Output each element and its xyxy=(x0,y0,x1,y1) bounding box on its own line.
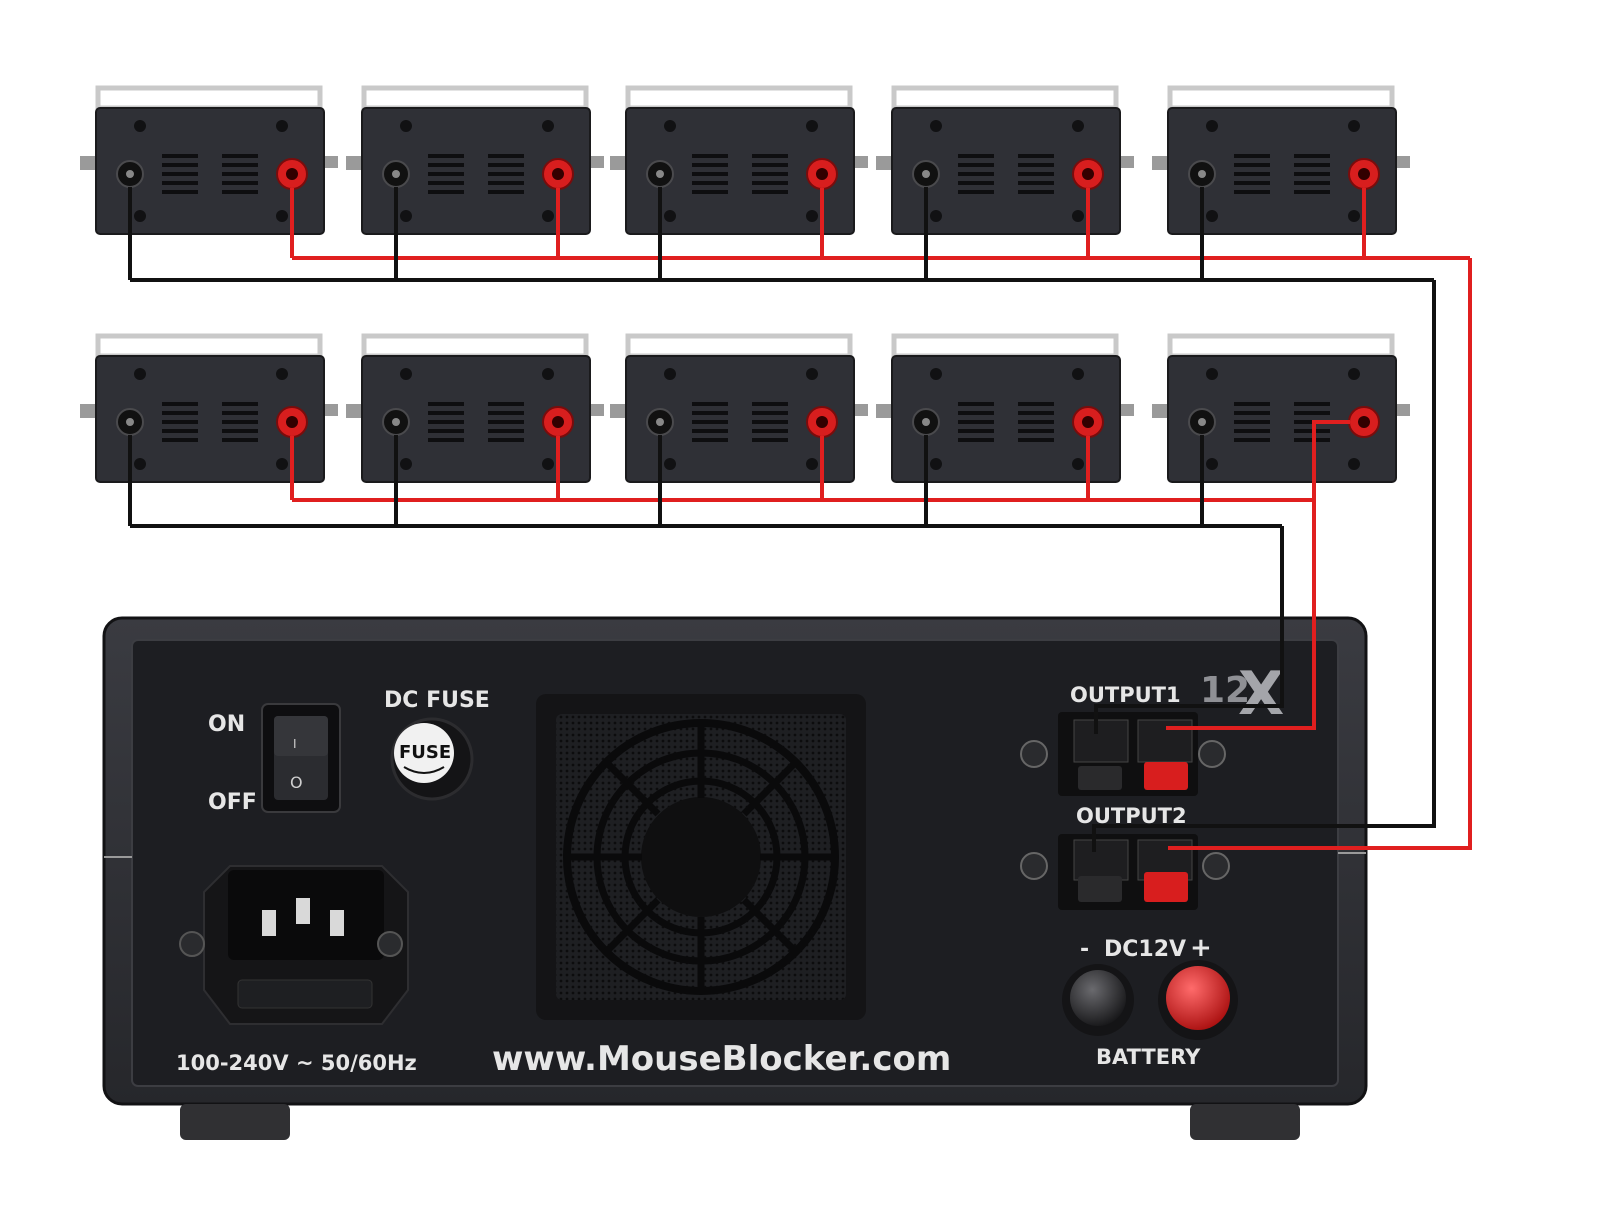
repeller-device-8 xyxy=(610,333,868,483)
repeller-device-7 xyxy=(346,333,604,483)
device-5-negative-jack[interactable] xyxy=(1188,160,1216,188)
row1-positive-to-output2 xyxy=(1168,258,1472,850)
device-8-positive-terminal[interactable] xyxy=(806,406,838,438)
badge-mark: X xyxy=(1238,659,1284,729)
foot-right xyxy=(1190,1104,1300,1140)
device-5-positive-terminal[interactable] xyxy=(1348,158,1380,190)
device-1-positive-terminal[interactable] xyxy=(276,158,308,190)
device-8-negative-jack[interactable] xyxy=(646,408,674,436)
device-7-negative-jack[interactable] xyxy=(382,408,410,436)
wiring xyxy=(128,187,1472,852)
foot-left xyxy=(180,1104,290,1140)
battery-positive-post[interactable] xyxy=(1158,960,1238,1040)
device-2-positive-terminal[interactable] xyxy=(542,158,574,190)
battery-minus-label: - xyxy=(1080,937,1089,962)
row1-negative-to-output2 xyxy=(1092,280,1436,852)
fuse-heading: DC FUSE xyxy=(384,688,490,713)
repeller-device-5 xyxy=(1152,85,1410,235)
battery-negative-post[interactable] xyxy=(1062,964,1134,1036)
repeller-device-6 xyxy=(80,333,338,483)
device-1-negative-jack[interactable] xyxy=(116,160,144,188)
repeller-devices xyxy=(80,85,1410,483)
switch-on-label: ON xyxy=(208,712,245,737)
device-10-negative-jack[interactable] xyxy=(1188,408,1216,436)
device-3-negative-jack[interactable] xyxy=(646,160,674,188)
repeller-device-10 xyxy=(1152,333,1410,483)
power-switch[interactable]: I O xyxy=(261,703,341,813)
repeller-device-2 xyxy=(346,85,604,235)
row2-positive-to-output1 xyxy=(1166,500,1316,730)
device-4-negative-jack[interactable] xyxy=(912,160,940,188)
switch-mark-off: O xyxy=(290,773,303,792)
device-2-negative-jack[interactable] xyxy=(382,160,410,188)
power-controller-box: ON OFF I O DC FUSE FUSE 100-24 xyxy=(102,616,1368,1140)
website-label: www.MouseBlocker.com xyxy=(492,1039,951,1079)
repeller-device-4 xyxy=(876,85,1134,235)
device-7-positive-terminal[interactable] xyxy=(542,406,574,438)
row2-positive-drop-5 xyxy=(1312,420,1350,500)
device-4-positive-terminal[interactable] xyxy=(1072,158,1104,190)
device-6-positive-terminal[interactable] xyxy=(276,406,308,438)
output1-label: OUTPUT1 xyxy=(1070,683,1181,707)
repeller-device-9 xyxy=(876,333,1134,483)
repeller-device-1 xyxy=(80,85,338,235)
switch-off-label: OFF xyxy=(208,790,257,815)
battery-plus-label: + xyxy=(1190,933,1212,963)
device-6-negative-jack[interactable] xyxy=(116,408,144,436)
device-3-positive-terminal[interactable] xyxy=(806,158,838,190)
output1-terminal[interactable] xyxy=(1020,712,1226,796)
fuse-cap-text: FUSE xyxy=(399,742,451,763)
repeller-device-3 xyxy=(610,85,868,235)
cooling-fan xyxy=(536,694,866,1020)
power-rating-label: 100-240V ~ 50/60Hz xyxy=(176,1051,417,1075)
battery-voltage-label: DC12V xyxy=(1104,937,1186,962)
device-10-positive-terminal[interactable] xyxy=(1348,406,1380,438)
model-badge: 12 X xyxy=(1200,659,1284,729)
device-9-negative-jack[interactable] xyxy=(912,408,940,436)
device-9-positive-terminal[interactable] xyxy=(1072,406,1104,438)
fuse-holder[interactable]: FUSE xyxy=(390,717,474,801)
power-inlet[interactable] xyxy=(179,865,409,1025)
battery-label: BATTERY xyxy=(1096,1045,1201,1069)
switch-mark-on: I xyxy=(293,737,297,751)
row2-negative-to-output1 xyxy=(1094,526,1284,734)
output2-terminal[interactable] xyxy=(1020,834,1230,910)
